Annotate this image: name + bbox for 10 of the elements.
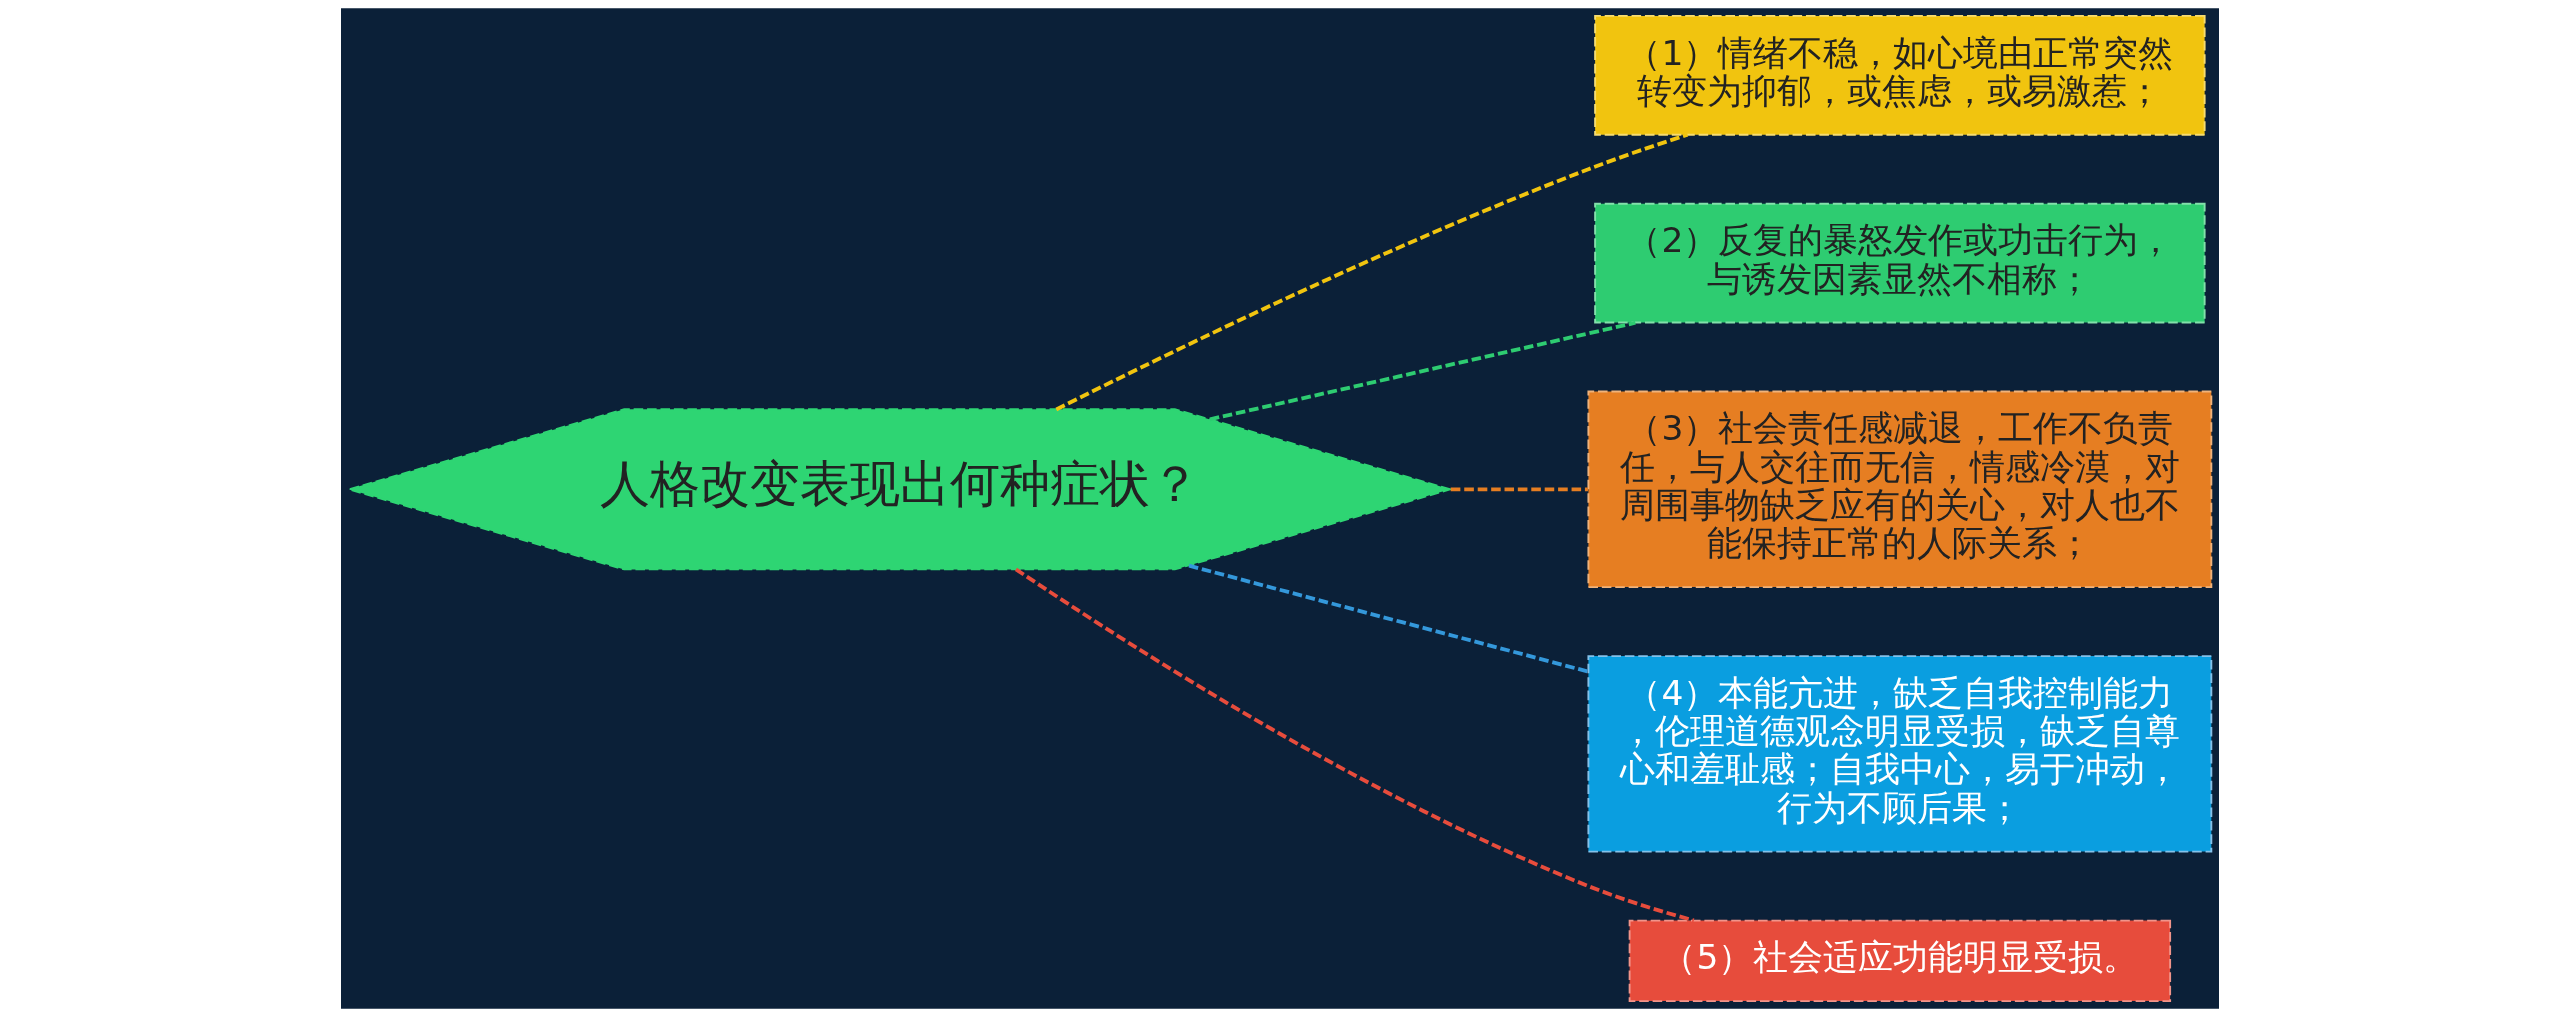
connector — [1055, 132, 1689, 412]
node-box: （2）反复的暴怒发作或功击行为，与诱发因素显然不相称； — [1594, 202, 2206, 324]
node-box: （1）情绪不稳，如心境由正常突然转变为抑郁，或焦虑，或易激惹； — [1594, 14, 2206, 136]
connector — [1014, 567, 1695, 923]
node-box: （4）本能亢进，缺乏自我控制能力，伦理道德观念明显受损，缺乏自尊心和羞耻感；自我中心，易于冲动，行为不顾后果； — [1587, 655, 2213, 853]
connector — [1450, 487, 1588, 492]
node-box: （3）社会责任感减退，工作不负责任，与人交往而无信，情感冷漠，对周围事物缺乏应有的关心，对人也不能保持正常的人际关系； — [1587, 390, 2213, 589]
connector — [1188, 563, 1589, 674]
connector — [1209, 320, 1636, 422]
node-box: （5）社会适应功能明显受损。 — [1628, 919, 2172, 1003]
